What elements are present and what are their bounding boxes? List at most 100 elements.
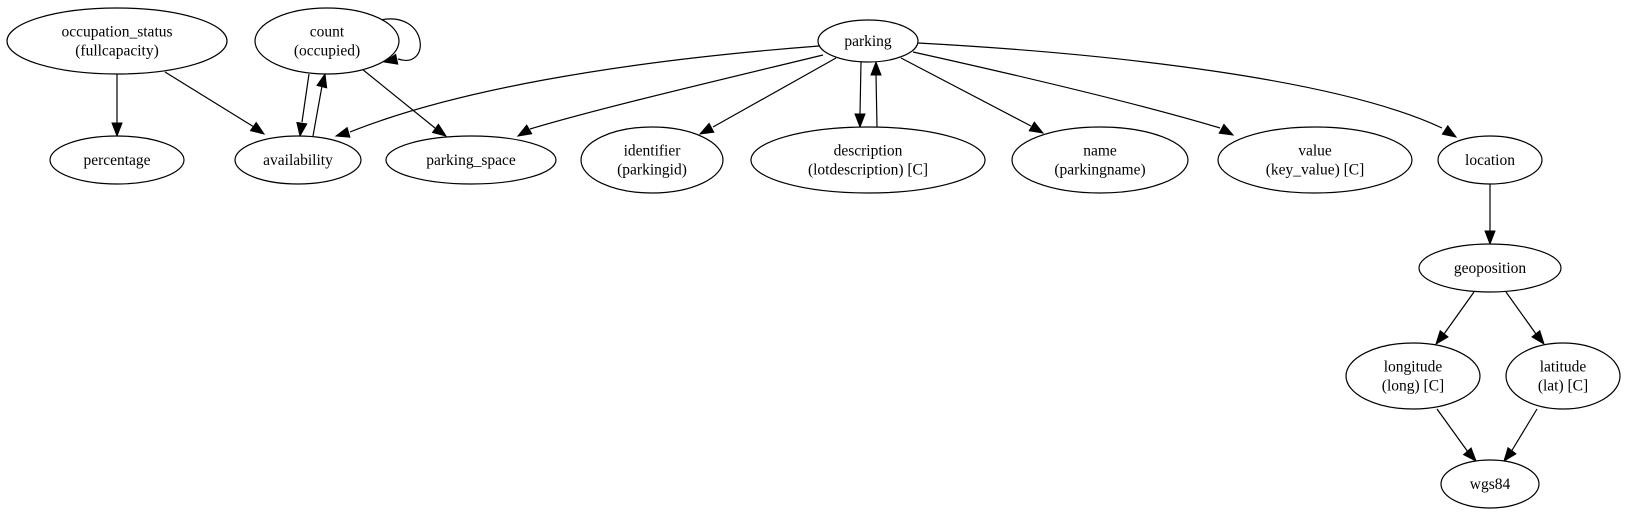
arrowhead-icon: [1441, 124, 1458, 138]
node-label: geoposition: [1454, 260, 1527, 277]
edge-location-to-geoposition: [1484, 184, 1496, 246]
node-label: name: [1083, 143, 1117, 160]
edges-layer: [111, 18, 1545, 463]
node-availability[interactable]: availability: [234, 135, 362, 185]
edge-line: [361, 68, 436, 129]
node-label: description: [834, 143, 903, 160]
node-sublabel: (long) [C]: [1382, 378, 1444, 395]
edge-line: [859, 61, 862, 115]
node-longitude[interactable]: longitude (long) [C]: [1345, 342, 1481, 410]
node-label: value: [1298, 143, 1332, 160]
edge-line: [712, 57, 837, 128]
edge-line: [912, 51, 1221, 129]
arrowhead-icon: [698, 122, 715, 135]
arrowhead-icon: [1503, 446, 1517, 463]
node-label: percentage: [83, 152, 150, 169]
edge-longitude-to-wgs84: [1436, 408, 1477, 463]
arrowhead-icon: [1531, 329, 1545, 346]
arrowhead-icon: [870, 60, 882, 76]
node-sublabel: (fullcapacity): [75, 43, 158, 60]
arrowhead-icon: [1484, 230, 1496, 246]
node-identifier[interactable]: identifier(parkingid): [580, 126, 724, 194]
edge-line: [529, 54, 824, 130]
arrowhead-icon: [854, 113, 866, 129]
node-wgs84[interactable]: wgs84: [1440, 459, 1540, 509]
node-ellipse: [1437, 135, 1543, 185]
edge-line: [1436, 408, 1469, 453]
node-ellipse: [817, 19, 919, 63]
node-ellipse: [234, 135, 362, 185]
node-parking[interactable]: parking: [817, 19, 919, 63]
node-description[interactable]: description (lotdescription) [C]: [750, 126, 986, 194]
node-label: identifier: [624, 143, 682, 160]
arrowhead-icon: [1435, 329, 1449, 346]
node-parking-space[interactable]: parking_space: [385, 135, 557, 185]
node-count[interactable]: count (occupied): [254, 7, 400, 75]
edge-line: [164, 71, 255, 128]
arrowhead-icon: [1462, 447, 1477, 463]
node-sublabel: (lat) [C]: [1538, 378, 1588, 395]
edge-parking-to-identifier: [698, 57, 837, 135]
edge-parking-to-description: [854, 61, 866, 129]
node-ellipse: [385, 135, 557, 185]
arrowhead-icon: [382, 53, 399, 65]
arrowhead-icon: [334, 126, 351, 138]
edge-count-to-parking-space: [361, 68, 448, 137]
node-sublabel: (parkingname): [1054, 162, 1145, 179]
node-sublabel: (key_value) [C]: [1266, 162, 1365, 179]
edge-line: [349, 45, 820, 133]
edge-count-to-count: [379, 18, 421, 65]
edge-latitude-to-wgs84: [1503, 408, 1538, 463]
node-ellipse: [6, 7, 228, 75]
node-percentage[interactable]: percentage: [49, 135, 185, 185]
node-latitude[interactable]: latitude (lat) [C]: [1505, 342, 1621, 410]
arrowhead-icon: [296, 121, 308, 138]
edge-description-to-parking: [870, 60, 882, 128]
node-label: latitude: [1540, 359, 1587, 376]
node-occupation-status[interactable]: occupation_status(fullcapacity): [6, 7, 228, 75]
edge-line: [312, 85, 323, 137]
node-name[interactable]: name (parkingname): [1011, 126, 1189, 194]
arrowhead-icon: [1028, 121, 1045, 134]
edge-occupation-status-to-percentage: [111, 74, 123, 138]
edge-geoposition-to-latitude: [1505, 291, 1545, 346]
edge-line: [900, 57, 1032, 127]
edge-parking-to-availability: [334, 45, 820, 138]
node-geoposition[interactable]: geoposition: [1418, 243, 1562, 293]
edge-availability-to-count: [312, 72, 328, 137]
node-label: wgs84: [1470, 476, 1511, 493]
edge-parking-to-location: [917, 42, 1458, 138]
node-sublabel: (lotdescription) [C]: [808, 162, 928, 179]
edge-line: [1443, 291, 1475, 335]
node-ellipse: [1345, 342, 1481, 410]
edge-geoposition-to-longitude: [1435, 291, 1475, 346]
edge-parking-to-parking-space: [516, 54, 824, 137]
node-label: parking: [844, 33, 892, 50]
edge-line: [1505, 291, 1537, 335]
edge-parking-to-value: [912, 51, 1235, 136]
node-label: availability: [263, 152, 333, 169]
node-ellipse: [49, 135, 185, 185]
edge-parking-to-name: [900, 57, 1045, 134]
node-label: longitude: [1384, 359, 1443, 376]
node-ellipse: [580, 126, 724, 194]
arrowhead-icon: [111, 122, 123, 138]
edge-line: [1510, 408, 1538, 453]
node-ellipse: [1217, 126, 1413, 194]
node-ellipse: [254, 7, 400, 75]
node-ellipse: [1418, 243, 1562, 293]
node-value[interactable]: value (key_value) [C]: [1217, 126, 1413, 194]
node-sublabel: (occupied): [294, 43, 360, 60]
edge-line: [917, 42, 1443, 129]
arrowhead-icon: [431, 123, 448, 137]
node-label: location: [1465, 152, 1515, 169]
node-location[interactable]: location: [1437, 135, 1543, 185]
node-ellipse: [1440, 459, 1540, 509]
node-ellipse: [1505, 342, 1621, 410]
node-label: count: [310, 24, 345, 41]
arrowhead-icon: [249, 121, 266, 135]
node-ellipse: [1011, 126, 1189, 194]
edge-line: [379, 18, 421, 61]
edge-count-to-availability: [296, 73, 310, 138]
